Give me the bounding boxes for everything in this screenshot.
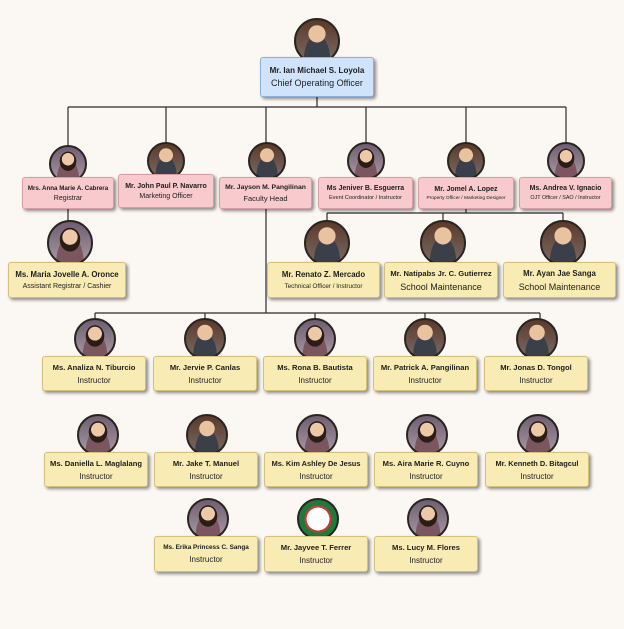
card-instructor: Mr. Jake T. Manuel Instructor [154, 452, 258, 487]
person-name: Ms. Daniella L. Maglalang [50, 458, 142, 468]
person-name: Ms. Aira Marie R. Cuyno [382, 458, 470, 468]
person-name: Mr. Kenneth D. Bitagcul [495, 458, 579, 468]
person-role: Instructor [77, 375, 111, 385]
person-role: Instructor [299, 556, 333, 565]
card-property-officer: Mr. Jomel A. Lopez Property Officer / Ma… [418, 177, 514, 209]
card-technical-officer: Mr. Renato Z. Mercado Technical Officer … [267, 262, 380, 298]
avatar-property-officer [447, 142, 485, 180]
avatar-maintenance-2 [540, 220, 586, 266]
person-name: Mr. Jonas D. Tongol [500, 362, 572, 372]
person-name: Mr. Jayvee T. Ferrer [280, 543, 352, 552]
avatar-assistant-registrar [47, 220, 93, 266]
avatar-instructor [294, 318, 336, 360]
person-role: Instructor [299, 471, 333, 481]
person-name: Ms. Analiza N. Tiburcio [52, 362, 136, 372]
person-role: Instructor [188, 375, 222, 385]
card-instructor: Ms. Kim Ashley De Jesus Instructor [264, 452, 368, 487]
person-name: Ms. Erika Princess C. Sanga [163, 544, 249, 551]
person-name: Ms. Kim Ashley De Jesus [271, 458, 361, 468]
avatar-event-coordinator [347, 142, 385, 180]
person-role: Instructor [519, 375, 553, 385]
person-name: Ms. Maria Jovelle A. Oronce [15, 270, 119, 279]
avatar-instructor [517, 414, 559, 456]
person-name: Mr. John Paul P. Navarro [125, 182, 207, 190]
avatar-faculty-head [248, 142, 286, 180]
person-name: Ms. Andrea V. Ignacio [529, 185, 602, 192]
avatar-maintenance-1 [420, 220, 466, 266]
person-role: Registrar [53, 194, 83, 202]
person-role: Instructor [298, 375, 332, 385]
avatar-instructor [77, 414, 119, 456]
card-instructor: Ms. Aira Marie R. Cuyno Instructor [374, 452, 478, 487]
avatar-ojt-officer [547, 142, 585, 180]
avatar-instructor [407, 498, 449, 540]
person-role: Assistant Registrar / Cashier [22, 283, 112, 290]
person-name: Mr. Renato Z. Mercado [281, 270, 366, 279]
person-role: Instructor [520, 471, 554, 481]
card-instructor: Ms. Rona B. Bautista Instructor [263, 356, 367, 391]
person-name: Mr. Patrick A. Pangilinan [380, 362, 470, 372]
coo-role: Chief Operating Officer [271, 78, 363, 88]
person-role: OJT Officer / SAO / Instructor [530, 195, 601, 201]
card-instructor: Ms. Daniella L. Maglalang Instructor [44, 452, 148, 487]
person-role: Property Officer / Marketing Designer [426, 195, 506, 201]
card-instructor: Mr. Jervie P. Canlas Instructor [153, 356, 257, 391]
person-role: School Maintenance [518, 281, 601, 292]
avatar-instructor [187, 498, 229, 540]
person-role: Instructor [79, 471, 113, 481]
person-name: Mr. Jervie P. Canlas [169, 362, 241, 372]
person-role: Technical Officer / Instructor [284, 283, 363, 290]
card-marketing-officer: Mr. John Paul P. Navarro Marketing Offic… [118, 174, 214, 208]
avatar-instructor [404, 318, 446, 360]
card-instructor: Ms. Erika Princess C. Sanga Instructor [154, 536, 258, 572]
avatar-registrar [49, 145, 87, 183]
person-name: Ms. Rona B. Bautista [277, 362, 353, 372]
card-instructor: Mr. Patrick A. Pangilinan Instructor [373, 356, 477, 391]
person-name: Ms Jeniver B. Esguerra [326, 185, 405, 192]
card-registrar: Mrs. Anna Marie A. Cabrera Registrar [22, 177, 114, 209]
person-role: Instructor [409, 556, 443, 565]
avatar-instructor [296, 414, 338, 456]
avatar-instructor [516, 318, 558, 360]
card-instructor: Ms. Lucy M. Flores Instructor [374, 536, 478, 572]
avatar-instructor [406, 414, 448, 456]
person-name: Mr. Jomel A. Lopez [434, 185, 498, 193]
coo-name: Mr. Ian Michael S. Loyola [269, 66, 365, 75]
card-instructor: Mr. Jayvee T. Ferrer Instructor [264, 536, 368, 572]
card-maintenance-1: Mr. Natipabs Jr. C. Gutierrez School Mai… [384, 262, 498, 298]
avatar-instructor [186, 414, 228, 456]
avatar-instructor [74, 318, 116, 360]
card-maintenance-2: Mr. Ayan Jae Sanga School Maintenance [503, 262, 616, 298]
person-name: Mrs. Anna Marie A. Cabrera [27, 184, 109, 192]
person-role: Faculty Head [243, 193, 288, 203]
person-role: Instructor [189, 555, 223, 564]
card-faculty-head: Mr. Jayson M. Pangilinan Faculty Head [219, 177, 312, 209]
person-role: Marketing Officer [139, 192, 193, 200]
person-role: Instructor [189, 471, 223, 481]
school-seal-icon [297, 498, 339, 540]
person-name: Mr. Jake T. Manuel [172, 458, 240, 468]
person-role: Instructor [408, 375, 442, 385]
card-instructor: Ms. Analiza N. Tiburcio Instructor [42, 356, 146, 391]
avatar-technical-officer [304, 220, 350, 266]
person-name: Mr. Jayson M. Pangilinan [225, 183, 306, 191]
person-role: School Maintenance [400, 281, 482, 292]
card-instructor: Mr. Jonas D. Tongol Instructor [484, 356, 588, 391]
person-name: Mr. Ayan Jae Sanga [523, 268, 596, 278]
coo-card: Mr. Ian Michael S. Loyola Chief Operatin… [260, 57, 374, 97]
person-role: Event Coordinator / Instructor [328, 195, 403, 201]
card-ojt-officer: Ms. Andrea V. Ignacio OJT Officer / SAO … [519, 177, 612, 209]
avatar-instructor [184, 318, 226, 360]
person-name: Mr. Natipabs Jr. C. Gutierrez [390, 268, 492, 278]
card-instructor: Mr. Kenneth D. Bitagcul Instructor [485, 452, 589, 487]
person-role: Instructor [409, 471, 443, 481]
card-assistant-registrar: Ms. Maria Jovelle A. Oronce Assistant Re… [8, 262, 126, 298]
card-event-coordinator: Ms Jeniver B. Esguerra Event Coordinator… [318, 177, 413, 209]
person-name: Ms. Lucy M. Flores [392, 543, 460, 552]
